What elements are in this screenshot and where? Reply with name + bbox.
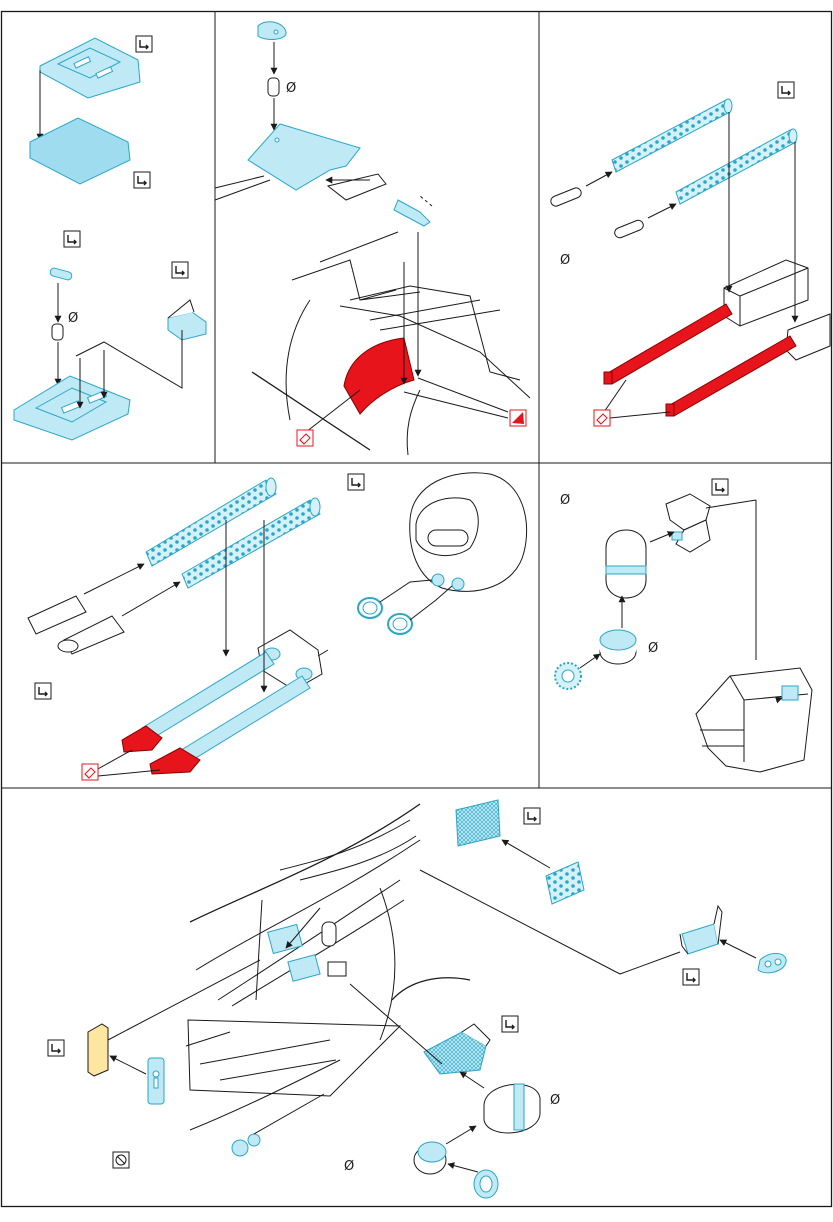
diameter-symbol: Ø <box>560 493 570 508</box>
bend-icon <box>524 808 540 824</box>
panel-4-gun-pods <box>28 473 527 780</box>
bend-icon <box>64 231 80 247</box>
bend-icon <box>502 1016 518 1032</box>
paint-red-icon <box>297 430 313 446</box>
diameter-symbol: Ø <box>68 311 78 326</box>
bend-icon <box>48 1040 64 1056</box>
panel-6-fuselage: Ø Ø <box>48 800 786 1198</box>
diameter-symbol: Ø <box>648 641 658 656</box>
panel-1-sheet-parts: Ø <box>14 36 206 440</box>
bend-icon <box>35 683 51 699</box>
diameter-symbol: Ø <box>286 81 296 96</box>
bend-icon <box>134 172 150 188</box>
paint-red-icon <box>594 410 610 426</box>
bend-icon <box>712 479 728 495</box>
panel-5-canister: Ø Ø <box>555 479 812 772</box>
panel-2-fairing: Ø <box>215 22 530 455</box>
panel-frame <box>1 11 832 1207</box>
bend-icon <box>136 36 152 52</box>
bend-icon <box>172 262 188 278</box>
paint-red-icon <box>82 764 98 780</box>
bend-icon <box>683 969 699 985</box>
bend-icon <box>348 474 364 490</box>
bend-icon <box>778 82 794 98</box>
remove-part-icon <box>113 1152 129 1168</box>
diameter-symbol: Ø <box>560 253 570 268</box>
diameter-symbol: Ø <box>550 1093 560 1108</box>
diameter-symbol: Ø <box>344 1159 354 1174</box>
panel-3-guns: Ø <box>549 82 830 426</box>
paint-red-icon <box>510 410 526 426</box>
